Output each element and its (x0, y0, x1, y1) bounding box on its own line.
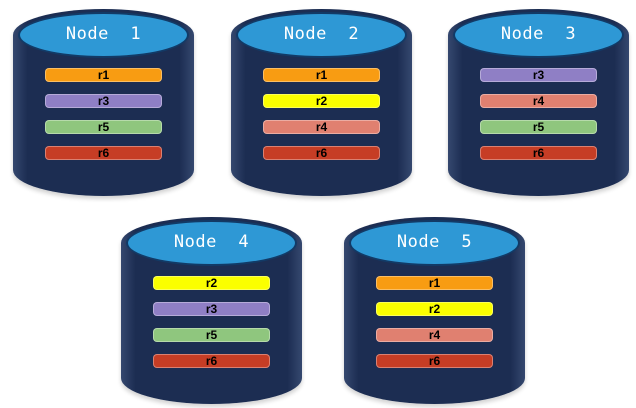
cylinder-top: Node 1 (18, 12, 189, 58)
node-title: Node 4 (173, 232, 250, 252)
replica-bar: r2 (263, 94, 380, 108)
replica-bar: r6 (376, 354, 493, 368)
replica-list: r2 r3 r5 r6 (153, 276, 270, 368)
replica-bar: r3 (153, 302, 270, 316)
cylinder-top: Node 4 (126, 220, 297, 266)
replica-bar: r6 (153, 354, 270, 368)
replica-bar: r2 (376, 302, 493, 316)
replica-bar: r5 (480, 120, 597, 134)
node-title: Node 2 (283, 24, 360, 44)
replica-bar: r2 (153, 276, 270, 290)
replica-bar: r1 (376, 276, 493, 290)
replica-bar: r1 (45, 68, 162, 82)
replica-bar: r6 (45, 146, 162, 160)
replica-bar: r6 (263, 146, 380, 160)
replica-bar: r5 (153, 328, 270, 342)
replica-bar: r3 (480, 68, 597, 82)
replica-bar: r5 (45, 120, 162, 134)
node-3-cylinder: Node 3 r3 r4 r5 r6 (448, 9, 629, 196)
replica-bar: r3 (45, 94, 162, 108)
replica-list: r1 r2 r4 r6 (376, 276, 493, 368)
replica-bar: r6 (480, 146, 597, 160)
node-title: Node 3 (500, 24, 577, 44)
node-5-cylinder: Node 5 r1 r2 r4 r6 (344, 217, 525, 404)
replica-list: r3 r4 r5 r6 (480, 68, 597, 160)
node-2-cylinder: Node 2 r1 r2 r4 r6 (231, 9, 412, 196)
replica-bar: r1 (263, 68, 380, 82)
cylinder-top: Node 5 (349, 220, 520, 266)
replica-bar: r4 (263, 120, 380, 134)
node-title: Node 1 (65, 24, 142, 44)
cylinder-top: Node 3 (453, 12, 624, 58)
replica-bar: r4 (376, 328, 493, 342)
replica-list: r1 r3 r5 r6 (45, 68, 162, 160)
node-title: Node 5 (396, 232, 473, 252)
node-4-cylinder: Node 4 r2 r3 r5 r6 (121, 217, 302, 404)
cylinder-top: Node 2 (236, 12, 407, 58)
replica-list: r1 r2 r4 r6 (263, 68, 380, 160)
node-1-cylinder: Node 1 r1 r3 r5 r6 (13, 9, 194, 196)
replica-bar: r4 (480, 94, 597, 108)
